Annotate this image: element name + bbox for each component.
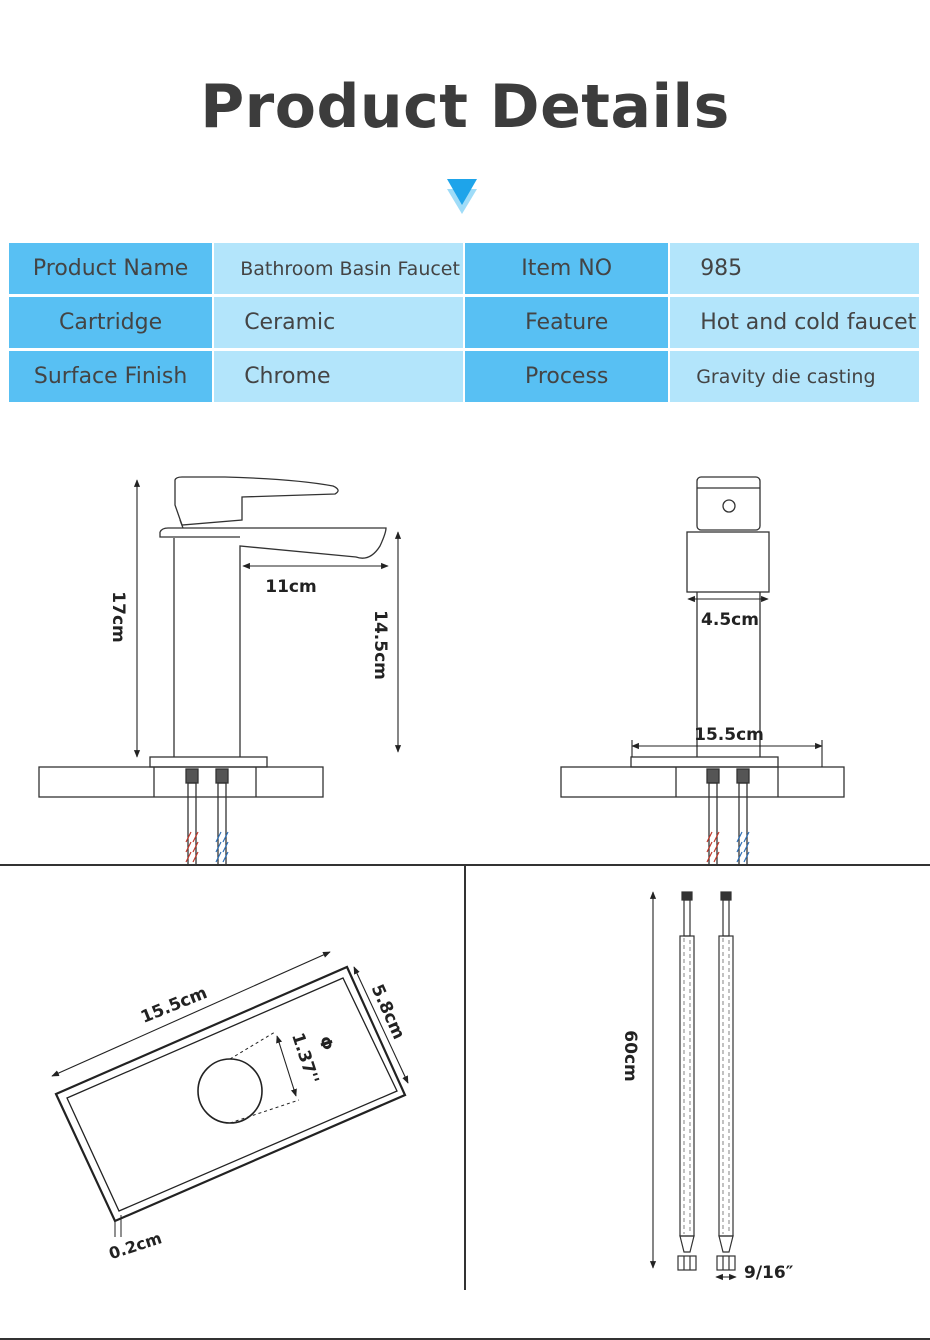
chevron-down-icon <box>447 179 477 214</box>
hot-water-hose-mark <box>706 831 720 863</box>
faucet-front-view <box>560 476 845 866</box>
page-title: Product Details <box>200 72 730 142</box>
section-divider <box>464 866 466 1290</box>
dimension-lines-front <box>631 595 823 767</box>
table-row: Surface Finish Chrome Process Gravity di… <box>9 351 921 402</box>
spec-value: Hot and cold faucet <box>670 297 921 348</box>
body-width-label: 4.5cm <box>701 610 759 630</box>
deck-plate <box>54 965 407 1237</box>
spec-value: Chrome <box>214 351 466 402</box>
table-row: Product Name Bathroom Basin Faucet Item … <box>9 243 921 294</box>
dimension-lines-plate <box>51 951 409 1097</box>
hot-water-hose-mark <box>185 831 199 863</box>
dimension-lines-hose <box>649 891 737 1281</box>
spec-label: Product Name <box>9 243 215 294</box>
spec-label: Surface Finish <box>9 351 215 402</box>
spec-label: Item NO <box>465 243 671 294</box>
spec-label: Feature <box>465 297 671 348</box>
spout-height-label: 14.5cm <box>370 610 390 680</box>
plate-width-label: 5.8cm <box>367 981 409 1042</box>
faucet-side-view <box>38 476 387 866</box>
spec-value: Gravity die casting <box>670 351 921 402</box>
spec-value: Bathroom Basin Faucet <box>214 243 466 294</box>
spec-value: 985 <box>670 243 921 294</box>
cold-water-hose-mark <box>736 831 750 863</box>
dimension-lines-side <box>133 479 402 758</box>
spec-table: Product Name Bathroom Basin Faucet Item … <box>9 240 921 405</box>
section-divider <box>0 1338 930 1340</box>
cold-water-hose-mark <box>215 831 229 863</box>
hose-braid-pattern <box>683 938 730 1234</box>
spec-value: Ceramic <box>214 297 466 348</box>
spout-reach-label: 11cm <box>265 577 316 597</box>
section-divider <box>0 864 930 866</box>
hose-thread-label: 9/16″ <box>744 1263 794 1283</box>
flexible-hoses <box>677 891 736 1271</box>
plate-length-front-label: 15.5cm <box>694 725 764 745</box>
hose-length-label: 60cm <box>620 1030 640 1081</box>
table-row: Cartridge Ceramic Feature Hot and cold f… <box>9 297 921 348</box>
height-total-label: 17cm <box>108 591 128 642</box>
spec-label: Process <box>465 351 671 402</box>
diameter-symbol: Φ <box>315 1034 337 1053</box>
spec-label: Cartridge <box>9 297 215 348</box>
